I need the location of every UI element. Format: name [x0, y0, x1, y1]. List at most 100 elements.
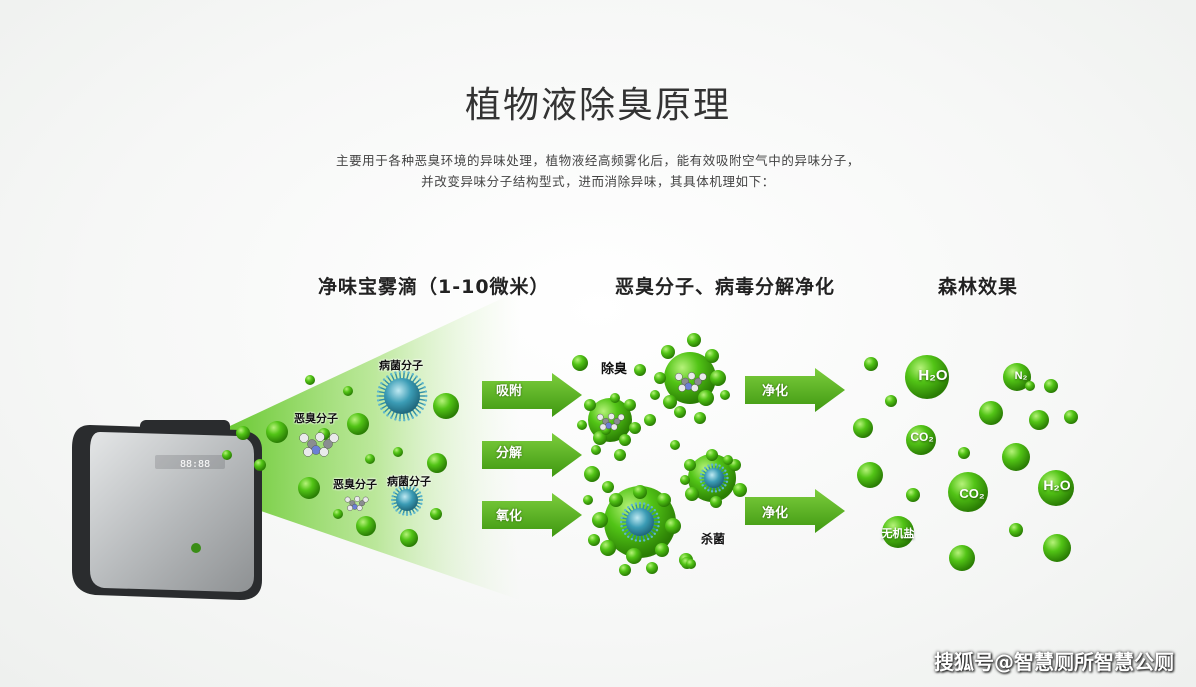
droplet — [948, 472, 988, 512]
gas-n2: N₂ — [1014, 370, 1028, 382]
droplet — [657, 493, 671, 507]
droplet — [710, 496, 722, 508]
bacteria-particle — [699, 463, 729, 493]
droplet — [356, 516, 376, 536]
process-arrow — [745, 368, 845, 412]
droplet — [655, 543, 669, 557]
odor-molecule — [344, 496, 369, 511]
droplet — [427, 453, 447, 473]
droplet — [619, 564, 631, 576]
process-arrows — [482, 368, 845, 537]
arrow-label-purify-top: 净化 — [762, 384, 789, 399]
droplet — [333, 509, 343, 519]
droplet — [979, 401, 1003, 425]
label-bacteria-bottom: 病菌分子 — [387, 475, 431, 488]
droplet — [614, 449, 626, 461]
droplet — [577, 420, 587, 430]
gas-h2o-right: H₂O — [1043, 477, 1071, 493]
arrow-label-purify-bottom: 净化 — [762, 506, 789, 521]
gas-co2-small: CO₂ — [910, 430, 934, 444]
purifier-device: 88:88 — [72, 420, 262, 600]
droplet — [1043, 534, 1071, 562]
droplet — [609, 493, 623, 507]
droplet — [593, 431, 607, 445]
droplet — [1038, 470, 1074, 506]
droplet — [393, 447, 403, 457]
droplet — [906, 488, 920, 502]
droplet — [958, 447, 970, 459]
droplet — [1009, 523, 1023, 537]
droplet — [602, 481, 614, 493]
process-arrow — [482, 433, 582, 477]
droplet — [305, 375, 315, 385]
droplet — [733, 483, 747, 497]
droplet — [685, 487, 699, 501]
bacteria-group — [376, 370, 729, 543]
droplet — [674, 406, 686, 418]
droplet — [644, 414, 656, 426]
droplet — [624, 399, 636, 411]
droplet — [720, 390, 730, 400]
droplet — [592, 512, 608, 528]
droplet — [654, 372, 666, 384]
droplet — [680, 475, 690, 485]
droplet — [365, 454, 375, 464]
droplet — [706, 449, 718, 461]
droplet — [1044, 379, 1058, 393]
droplet — [710, 370, 726, 386]
odor-molecule — [299, 432, 339, 457]
droplet — [1064, 410, 1078, 424]
droplet — [610, 393, 620, 403]
arrow-label-oxidize: 氧化 — [496, 509, 523, 524]
droplet — [343, 386, 353, 396]
droplet — [694, 412, 706, 424]
droplet — [298, 477, 320, 499]
bacteria-particle — [376, 370, 428, 422]
droplet — [684, 459, 696, 471]
droplet — [686, 559, 696, 569]
droplet — [663, 395, 677, 409]
label-deodorize: 除臭 — [601, 362, 628, 377]
arrow-label-adsorb: 吸附 — [496, 384, 523, 399]
bacteria-particle — [390, 483, 424, 517]
droplet — [236, 426, 250, 440]
gas-minerals: 无机盐 — [881, 528, 915, 540]
droplet — [864, 357, 878, 371]
droplet — [588, 398, 632, 442]
droplet — [723, 455, 733, 465]
arrow-label-decompose: 分解 — [496, 446, 523, 461]
process-arrow — [482, 493, 582, 537]
droplet — [646, 562, 658, 574]
droplet — [906, 425, 936, 455]
droplet — [626, 548, 642, 564]
droplet — [633, 485, 647, 499]
droplet — [949, 545, 975, 571]
droplet — [1029, 410, 1049, 430]
droplet — [584, 399, 596, 411]
droplet — [857, 462, 883, 488]
process-arrow — [745, 489, 845, 533]
odor-molecule — [596, 413, 625, 431]
droplet — [254, 459, 266, 471]
label-odor-left: 恶臭分子 — [294, 412, 338, 425]
process-arrow — [482, 373, 582, 417]
droplet — [698, 390, 714, 406]
section-forest-heading: 森林效果 — [938, 276, 1019, 298]
droplet — [572, 355, 588, 371]
bacteria-particle — [619, 501, 661, 543]
droplet — [670, 440, 680, 450]
droplet — [853, 418, 873, 438]
label-odor-bottom: 恶臭分子 — [333, 478, 377, 491]
droplet — [650, 390, 660, 400]
section-purify-heading: 恶臭分子、病毒分解净化 — [615, 276, 836, 298]
label-sterilize: 杀菌 — [701, 532, 726, 546]
gas-h2o-top: H₂O — [918, 367, 948, 384]
device-display: 88:88 — [180, 459, 210, 470]
section-mist-heading: 净味宝雾滴（1-10微米） — [318, 276, 550, 298]
mist-beam — [200, 290, 520, 600]
droplet — [705, 349, 719, 363]
droplet — [347, 413, 369, 435]
droplet — [1003, 363, 1031, 391]
